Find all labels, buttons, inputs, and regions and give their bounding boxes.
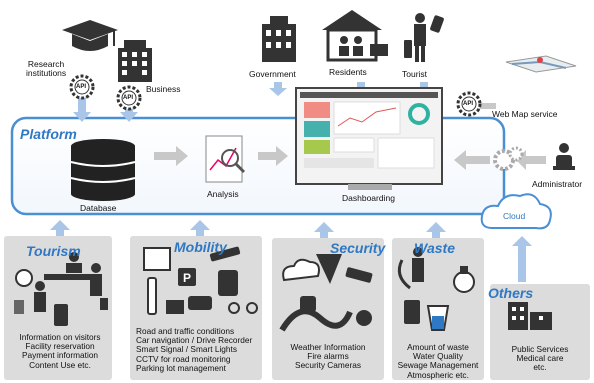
list-item: CCTV for road monitoring (136, 353, 231, 364)
list-item: etc. (533, 362, 547, 373)
graduation-cap-icon (62, 20, 118, 51)
list-item: Facility reservation (25, 341, 95, 352)
web-map-icon (505, 55, 577, 73)
waste-title: Waste (414, 240, 455, 256)
others-title: Others (488, 285, 534, 301)
list-item: Parking lot management (136, 362, 226, 373)
list-item: Road and traffic conditions (136, 326, 235, 336)
list-item: Information on visitors (19, 332, 101, 342)
list-item: Weather Information (290, 342, 366, 352)
tourism-title: Tourism (26, 243, 81, 259)
cloud-icon (480, 193, 552, 230)
tourist-icon (404, 13, 444, 62)
security-icons (279, 254, 373, 332)
tourism-items: Information on visitors Facility reserva… (10, 332, 110, 370)
business-label: Business (146, 84, 181, 94)
mobility-icons (143, 246, 258, 315)
mobility-items: Road and traffic conditions Car navigati… (136, 326, 253, 373)
dashboarding-label: Dashboarding (342, 193, 395, 203)
list-item: Content Use etc. (29, 359, 91, 370)
list-item: Amount of waste (407, 342, 469, 352)
api-gear-icon (116, 85, 142, 111)
dashboard-monitor-icon (295, 87, 443, 190)
house-family-icon (322, 10, 388, 62)
list-item: Payment information (21, 350, 99, 361)
list-item: Car navigation / Drive Recorder (136, 335, 253, 346)
residents-label: Residents (329, 67, 367, 77)
list-item: Water Quality (413, 351, 463, 362)
waste-icons (397, 247, 475, 331)
list-item: Security Cameras (295, 360, 361, 371)
api-label: API (463, 101, 474, 107)
security-items: Weather Information Fire alarms Security… (276, 342, 380, 371)
office-building-icon (118, 40, 152, 82)
list-item: Public Services (511, 344, 569, 354)
research-institutions-label: Research institutions (26, 59, 67, 78)
database-icon (70, 139, 136, 201)
analysis-label: Analysis (207, 189, 239, 199)
list-item: Atmospheric etc. (407, 369, 469, 380)
api-gear-icon (456, 91, 482, 117)
web-map-service-label: Web Map service (492, 109, 558, 119)
api-gear-icon (69, 74, 95, 100)
mobility-title: Mobility (174, 239, 227, 255)
list-item: Fire alarms (307, 351, 349, 362)
api-label: API (76, 84, 87, 90)
svg-text:P: P (183, 271, 191, 285)
platform-title: Platform (20, 126, 77, 142)
list-item: Smart Signal / Smart Lights (136, 344, 237, 355)
others-icons (508, 302, 552, 330)
government-label: Government (249, 69, 296, 79)
cloud-label: Cloud (503, 211, 526, 221)
api-label: API (123, 95, 134, 101)
list-item: Sewage Management (397, 360, 479, 371)
tourist-label: Tourist (402, 69, 428, 79)
tourism-icons (14, 252, 108, 326)
security-title: Security (330, 240, 386, 256)
analysis-chart-icon (205, 135, 246, 183)
database-label: Database (80, 203, 117, 213)
administrator-label: Administrator (532, 179, 583, 189)
gears-icon (493, 146, 524, 171)
waste-items: Amount of waste Water Quality Sewage Man… (392, 342, 484, 380)
bottom-arrows (50, 220, 532, 282)
government-building-icon (262, 16, 296, 62)
others-items: Public Services Medical care etc. (492, 344, 588, 373)
administrator-icon (553, 143, 575, 170)
list-item: Medical care (516, 353, 564, 364)
